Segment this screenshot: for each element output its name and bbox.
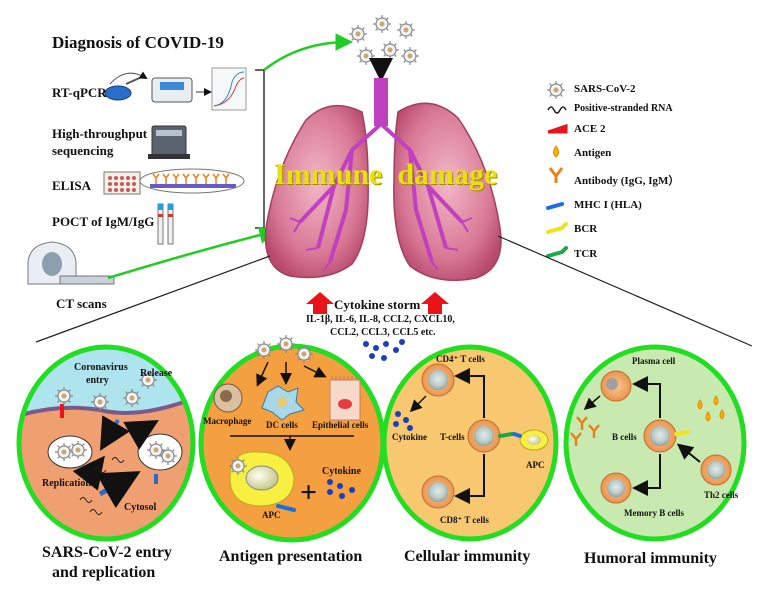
epithelial-cell [329,376,361,421]
cellular-tcells-label: T-cells [440,432,465,442]
panel-cellular [381,344,559,542]
connector-line-right [497,235,753,347]
method-high-throughput: High-throughput [52,126,148,141]
pcr-plate-icon [104,71,148,101]
humoral-bcells-label: B cells [612,432,637,442]
sequencer-icon [148,125,190,159]
legend-label-antibody: Antibody (IgG, IgM） [574,175,680,187]
ct-scans-label: CT scans [56,296,107,311]
elisa-antibody-array-icon [139,168,245,194]
cytokine-storm-arrows [306,292,449,361]
panel-antigen: + [198,334,386,543]
cytokine-storm-list-2: CCL2, CCL3, CCL5 etc. [330,327,436,338]
cellular-cytokine-label: Cytokine [392,432,428,442]
green-arrow-upper [263,33,353,71]
immune-damage-banner: Immune damage [274,158,498,191]
antigen-icon [553,145,559,158]
incoming-virus-cluster [348,14,420,66]
th2-cell [700,454,732,486]
legend-icons [546,80,568,258]
pcr-machine-icon [151,77,212,103]
entry-caption-line2: and replication [52,564,156,581]
panel-entry [16,344,196,542]
diagnosis-section [27,33,353,285]
red-up-arrow-left [306,292,334,314]
cytokine-storm-title: Cytokine storm [334,297,421,312]
ct-scanner-icon [27,241,115,285]
plasma-cell [600,370,632,402]
entry-cytosol-label: Cytosol [124,502,157,513]
plus-sign: + [300,476,317,509]
antigen-apc-label: APC [262,510,281,520]
diagnosis-bracket [255,69,265,229]
cellular-cytokine-dots [393,411,413,431]
dc-cell [261,385,305,421]
antigen-cytokine-label: Cytokine [322,466,361,477]
method-elisa: ELISA [52,178,92,193]
t-cell-center [467,419,514,453]
entry-replication-label: Replication [42,478,91,489]
humoral-th2-label: Th2 cells [704,490,739,500]
bcr-icon [546,222,568,234]
antigen-dc-label: DC cells [266,420,298,430]
memory-b-cell [600,472,632,504]
antibody-icon [548,167,564,183]
antigen-drops [697,395,725,422]
method-rtqpcr: RT-qPCR [52,85,107,100]
legend-label-sarscov2: SARS-CoV-2 [574,83,636,95]
humoral-plasma-label: Plasma cell [632,356,676,366]
entry-release-label: Release [140,368,173,379]
antigen-macrophage-label: Macrophage [203,416,252,426]
entry-coronavirus-label: Coronavirus [74,362,128,373]
apc-small-cell [512,429,549,451]
legend-label-rna: Positive-stranded RNA [574,103,673,114]
cytokine-storm-list-1: IL-1β, IL-6, IL-8, CCL2, CXCL10, [306,314,455,325]
green-arrow-lower [107,226,277,280]
cd4-t-cell [421,363,455,397]
method-sequencing: sequencing [52,143,114,158]
cd8-t-cell [421,475,455,509]
right-lung [393,102,502,281]
method-poct: POCT of IgM/IgG [52,214,155,229]
mhc-icon [546,202,564,210]
b-cell-center [643,419,690,453]
legend-label-bcr: BCR [574,223,598,235]
antigen-epithelial-label: Epithelial cells [312,420,369,430]
trachea [289,78,473,271]
amplification-curve-icon [211,67,247,111]
antigen-caption: Antigen presentation [219,548,363,565]
humoral-memory-label: Memory B cells [624,508,684,518]
virus-icon [546,80,566,100]
lung-illustration [264,14,502,281]
panel-humoral [563,344,747,542]
legend-label-ace2: ACE 2 [574,123,606,135]
cytokine-cluster [327,479,355,499]
diagnosis-title: Diagnosis of COVID-19 [52,33,224,52]
cellular-caption: Cellular immunity [404,548,531,565]
red-up-arrow-right [421,292,449,314]
legend-label-antigen: Antigen [574,147,612,159]
entry-entry-label: entry [86,375,109,386]
humoral-caption: Humoral immunity [584,550,717,567]
legend-label-mhc: MHC I (HLA) [574,199,642,211]
poct-strip-icon [157,203,174,245]
apc-cell [228,451,296,512]
connector-line-left [35,255,271,343]
rna-icon [547,106,567,114]
legend-label-tcr: TCR [574,248,598,260]
antibody-cluster [570,416,600,446]
ace2-icon [547,123,568,134]
cytokine-dots [363,339,405,361]
tcr-icon [546,246,568,258]
cellular-cd4-label: CD4⁺ T cells [436,354,485,364]
left-lung [264,104,369,279]
cellular-apc-label: APC [526,460,545,470]
cellular-cd8-label: CD8⁺ T cells [440,515,489,525]
elisa-plate-icon [103,171,141,195]
entry-caption-line1: SARS-CoV-2 entry [42,544,172,561]
